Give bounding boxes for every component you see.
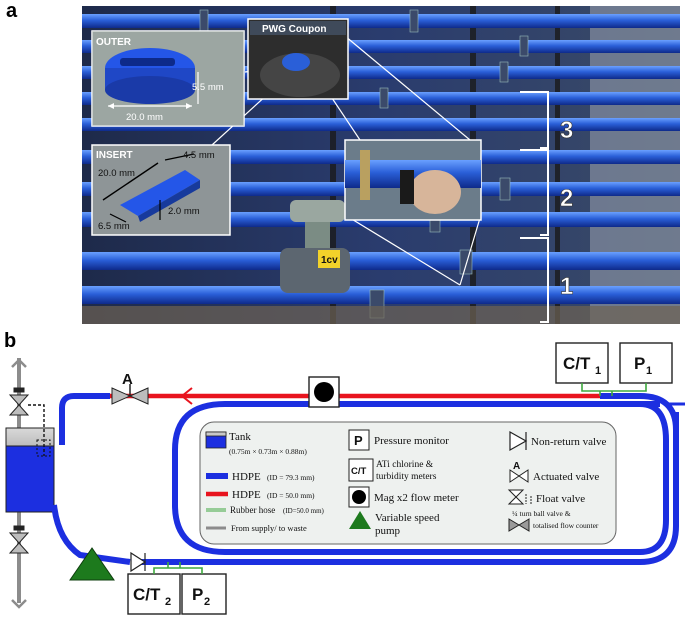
ct2-main: C/T	[133, 585, 161, 604]
ct2-sub: 2	[165, 596, 171, 608]
legend-actuated-symbol: A	[513, 461, 520, 472]
variable-speed-pump	[69, 547, 115, 581]
legend: Tank (0.75m × 0.73m × 0.88m) HDPE (ID = …	[199, 421, 617, 545]
legend-actuated-label: Actuated valve	[533, 471, 599, 483]
ct2-rubber-hose	[153, 562, 203, 574]
legend-hdpe-blue: HDPE (ID = 79.3 mm)	[206, 471, 315, 483]
float-valve-body	[36, 439, 51, 457]
inset-hand	[344, 139, 482, 221]
ct1-main: C/T	[563, 354, 591, 373]
legend-mag-label: Mag x2 flow meter	[374, 492, 459, 504]
p1-main: P	[634, 354, 645, 373]
inset-coupon: PWG Coupon	[247, 18, 349, 100]
inset-outer: OUTER 20.0 mm 5.5 mm	[91, 30, 245, 127]
float-valve-link	[28, 404, 45, 456]
legend-rubber-label: Rubber hose	[230, 505, 275, 515]
legend-tank-dims: (0.75m × 0.73m × 0.88m)	[229, 447, 307, 456]
legend-hdpe-red-id: (ID = 50.0 mm)	[267, 491, 315, 500]
legend-pressure-label: Pressure monitor	[374, 435, 449, 447]
pipe-inner-loop	[172, 401, 669, 555]
outer-height-dim: 5.5 mm	[192, 82, 224, 93]
p1-sub: 1	[646, 365, 652, 377]
insert-base-dim: 6.5 mm	[98, 221, 130, 232]
legend-hdpe-red-label: HDPE	[232, 489, 261, 501]
valve-tag: 1cv	[321, 255, 338, 266]
legend-tank: Tank (0.75m × 0.73m × 0.88m)	[205, 431, 307, 456]
insert-length-dim: 20.0 mm	[98, 168, 135, 179]
inset-insert: INSERT 20.0 mm 4.5 mm 2.0 mm 6.5 mm	[91, 144, 231, 236]
legend-rubber-hose: Rubber hose (ID=50.0 mm)	[206, 505, 325, 515]
legend-ct-line2: turbidity meters	[376, 472, 437, 482]
legend-hdpe-blue-id: (ID = 79.3 mm)	[267, 473, 315, 482]
legend-pump: Variable speed pump	[349, 511, 440, 537]
legend-ball-valve: ¼ turn ball valve & totalised flow count…	[508, 509, 599, 532]
legend-pump-line2: pump	[375, 525, 401, 537]
panel-a-letter: a	[6, 0, 18, 22]
outer-width-dim: 20.0 mm	[126, 112, 163, 123]
legend-ball-line1: ¼ turn ball valve &	[512, 509, 571, 518]
actuated-valve: A	[111, 371, 149, 405]
legend-mag: Mag x2 flow meter	[348, 486, 459, 508]
ct2-box: C/T 2	[127, 573, 181, 615]
non-return-valve-bottom	[130, 551, 147, 573]
legend-hdpe-blue-label: HDPE	[232, 471, 261, 483]
legend-ct: C/T ATi chlorine & turbidity meters	[348, 458, 437, 482]
legend-float: Float valve	[507, 489, 585, 505]
legend-ball-line2: totalised flow counter	[533, 521, 599, 530]
supply-valve-bottom	[8, 525, 30, 554]
ct1-sub: 1	[595, 365, 601, 377]
level-3: 3	[560, 117, 573, 144]
legend-ct-symbol: C/T	[351, 466, 367, 477]
flow-direction-arrow	[180, 387, 193, 405]
actuated-valve-label: A	[122, 371, 133, 388]
legend-supply-label: From supply/ to waste	[231, 523, 307, 533]
legend-nonreturn-label: Non-return valve	[531, 436, 607, 448]
outer-title: OUTER	[96, 37, 132, 48]
p2-sub: 2	[204, 596, 210, 608]
level-2: 2	[560, 185, 573, 212]
tank	[5, 427, 55, 513]
ct1-rubber-hose	[581, 383, 647, 396]
legend-hdpe-red: HDPE (ID = 50.0 mm)	[206, 489, 315, 501]
mag-flow-meter	[308, 376, 340, 408]
legend-supply: From supply/ to waste	[206, 523, 307, 533]
p1-box: P 1	[619, 342, 673, 384]
supply-valve-top	[8, 387, 30, 416]
legend-actuated: A Actuated valve	[509, 461, 599, 483]
p2-box: P 2	[181, 573, 227, 615]
legend-ct-line1: ATi chlorine &	[376, 460, 434, 470]
legend-nonreturn: Non-return valve	[509, 430, 607, 452]
legend-tank-label: Tank	[229, 431, 251, 443]
ct1-box: C/T 1	[555, 342, 609, 384]
level-1: 1	[560, 273, 573, 300]
level-brackets	[520, 91, 549, 323]
legend-pressure: P Pressure monitor	[348, 429, 449, 451]
insert-top-dim: 4.5 mm	[183, 150, 215, 161]
insert-side-dim: 2.0 mm	[168, 206, 200, 217]
control-valve: 1cv	[280, 200, 350, 293]
coupon-title: PWG Coupon	[262, 24, 326, 35]
insert-title: INSERT	[96, 150, 133, 161]
legend-float-label: Float valve	[536, 493, 585, 505]
p2-main: P	[192, 585, 203, 604]
legend-pressure-symbol: P	[354, 433, 363, 448]
panel-b-letter: b	[4, 330, 16, 352]
legend-pump-line1: Variable speed	[375, 512, 440, 524]
legend-rubber-id: (ID=50.0 mm)	[283, 507, 325, 515]
